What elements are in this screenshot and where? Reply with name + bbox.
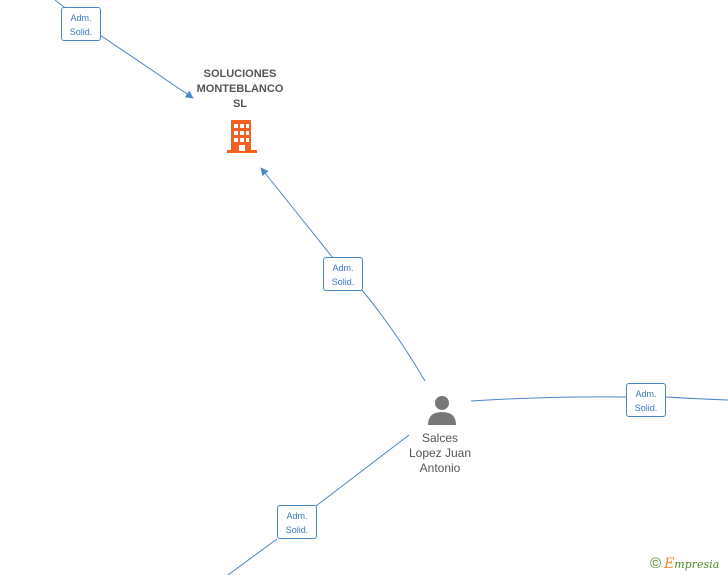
person-node-label[interactable]: Salces Lopez Juan Antonio [390,431,490,476]
person-name-line: Antonio [419,461,461,475]
edge-label-type: Solid. [285,525,309,535]
edge-label-type: Solid. [634,403,658,413]
brand-logo-letter: E [664,556,675,572]
edge-label-person-right[interactable]: Adm. Solid. [626,383,666,417]
edge-person-to-bottomleft [227,434,410,575]
edge-person-to-right [470,396,728,402]
edge-label-person-bottomleft[interactable]: Adm. Solid. [277,505,317,539]
company-node-label[interactable]: SOLUCIONES MONTEBLANCO SL [180,67,300,112]
edge-label-offscreen-company[interactable]: Adm. Solid. [61,7,101,41]
company-name-line: MONTEBLANCO [196,83,284,95]
edge-label-type: Solid. [331,277,355,287]
edge-label-role: Adm. [332,263,354,273]
copyright-symbol: © [650,555,662,572]
person-name-line: Lopez Juan [408,446,472,460]
edge-label-role: Adm. [70,13,92,23]
company-name-line: SOLUCIONES [203,68,277,80]
brand-logo-text: mpresia [674,558,720,571]
person-name-line: Salces [421,431,459,445]
building-icon[interactable] [225,118,259,154]
person-icon[interactable] [426,394,458,426]
empresia-watermark: ©Empresia [650,555,719,573]
edge-label-type: Solid. [69,27,93,37]
edge-person-to-company [261,168,426,382]
company-name-line: SL [232,98,248,110]
edge-label-role: Adm. [286,511,308,521]
edge-label-role: Adm. [635,389,657,399]
edge-label-person-company[interactable]: Adm. Solid. [323,257,363,291]
